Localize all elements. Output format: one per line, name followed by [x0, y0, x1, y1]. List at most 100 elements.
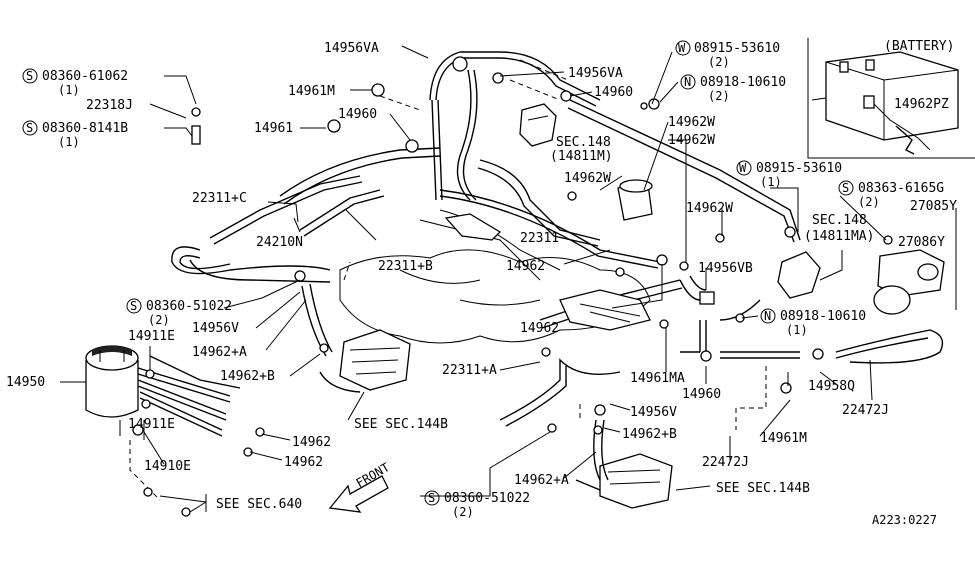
- label-22311b: 22311+B: [378, 259, 433, 274]
- label-14956vb: 14956VB: [698, 261, 753, 276]
- label-22311c: 22311+C: [192, 191, 247, 206]
- bolt4-part-number: 08360-51022: [146, 299, 232, 314]
- label-14956v-right: 14956V: [630, 405, 677, 420]
- label-22318j: 22318J: [86, 98, 133, 113]
- label-14962-lower: 14962: [520, 321, 559, 336]
- label-14962w-2: 14962W: [668, 133, 715, 148]
- s-symbol: [838, 180, 854, 196]
- label-14956va-right: 14956VA: [568, 66, 623, 81]
- label-14962w-1: 14962W: [668, 115, 715, 130]
- label-14960-right: 14960: [594, 85, 633, 100]
- nut1-qty: (2): [708, 89, 730, 103]
- label-14910e: 14910E: [144, 459, 191, 474]
- nut1-part-number: 08918-10610: [700, 75, 786, 90]
- label-14962-mid: 14962: [506, 259, 545, 274]
- label-27086y: 27086Y: [898, 235, 945, 250]
- s-symbol: [126, 298, 142, 314]
- n-symbol: [760, 308, 776, 324]
- sec148-ref-right: SEC.148: [812, 213, 867, 228]
- label-14962a-left: 14962+A: [192, 345, 247, 360]
- label-14962-canister-2: 14962: [284, 455, 323, 470]
- label-22311a: 22311+A: [442, 363, 497, 378]
- n-mark: N: [684, 75, 691, 89]
- label-14911e-top: 14911E: [128, 329, 175, 344]
- label-27085y: 27085Y: [910, 199, 957, 214]
- bolt5-part-number: 08360-51022: [444, 491, 530, 506]
- see-sec640: SEE SEC.640: [216, 497, 302, 512]
- s-mark: S: [428, 491, 435, 505]
- label-14962w-4: 14962W: [686, 201, 733, 216]
- s-mark: S: [842, 181, 849, 195]
- washer2-qty: (1): [760, 175, 782, 189]
- washer2-part-number: 08915-53610: [756, 161, 842, 176]
- n-mark: N: [764, 309, 771, 323]
- leader-lines: [60, 45, 957, 513]
- label-14961m-top: 14961M: [288, 84, 335, 99]
- sec148-ref-top: SEC.148: [556, 135, 611, 150]
- bolt1-qty: (1): [58, 83, 80, 97]
- label-14960-top: 14960: [338, 107, 377, 122]
- sec144b-part-lower: [599, 453, 673, 509]
- s-symbol: [424, 490, 440, 506]
- sec148-valve-top: [519, 103, 557, 147]
- engine-outline: [339, 209, 651, 344]
- label-14961: 14961: [254, 121, 293, 136]
- label-24210n: 24210N: [256, 235, 303, 250]
- diagram-reference: A223:0227: [872, 513, 937, 527]
- label-14962pz: 14962PZ: [894, 97, 949, 112]
- label-14962w-3: 14962W: [564, 171, 611, 186]
- label-14956va-left: 14956VA: [324, 41, 379, 56]
- nut2-part-number: 08918-10610: [780, 309, 866, 324]
- bolt3-part-number: 08363-6165G: [858, 181, 944, 196]
- front-arrow: [328, 475, 389, 513]
- label-22472j-right: 22472J: [842, 403, 889, 418]
- washer1-part-number: 08915-53610: [694, 41, 780, 56]
- label-14961ma: 14961MA: [630, 371, 685, 386]
- w-mark: W: [678, 41, 686, 55]
- hose-network: [171, 51, 944, 427]
- canister-14950: [85, 345, 139, 436]
- label-14962a-right: 14962+A: [514, 473, 569, 488]
- battery-label: (BATTERY): [884, 39, 954, 54]
- label-14962b-right: 14962+B: [622, 427, 677, 442]
- sec148-ref-top-sub: (14811M): [550, 149, 613, 164]
- canister-27086y: [873, 249, 945, 315]
- labels: S 08360-61062 (1) 22318J S 08360-8141B (…: [6, 39, 957, 527]
- washer1-qty: (2): [708, 55, 730, 69]
- bolt1-part-number: 08360-61062: [42, 69, 128, 84]
- s-mark: S: [130, 299, 137, 313]
- s-mark: S: [26, 69, 33, 83]
- label-14958q: 14958Q: [808, 379, 855, 394]
- sec144b-part-upper: [339, 329, 411, 391]
- label-14962b-left: 14962+B: [220, 369, 275, 384]
- label-14911e-bottom: 14911E: [128, 417, 175, 432]
- sec148-valve-right: [777, 251, 821, 299]
- w-symbol: [675, 40, 691, 56]
- label-14950: 14950: [6, 375, 45, 390]
- battery-inset: [807, 38, 975, 159]
- s-symbol: [22, 68, 38, 84]
- label-14960-lower: 14960: [682, 387, 721, 402]
- label-14956v-left: 14956V: [192, 321, 239, 336]
- w-mark: W: [739, 161, 747, 175]
- bolt4-qty: (2): [148, 313, 170, 327]
- n-symbol: [680, 74, 696, 90]
- bolt3-qty: (2): [858, 195, 880, 209]
- see-sec144b-upper: SEE SEC.144B: [354, 417, 448, 432]
- bolt2-part-number: 08360-8141B: [42, 121, 128, 136]
- label-14962-canister-1: 14962: [292, 435, 331, 450]
- label-14961m-bottom: 14961M: [760, 431, 807, 446]
- s-mark: S: [26, 121, 33, 135]
- w-symbol: [736, 160, 752, 176]
- label-22311: 22311: [520, 231, 559, 246]
- small-parts: [132, 56, 893, 517]
- see-sec144b-lower: SEE SEC.144B: [716, 481, 810, 496]
- nut2-qty: (1): [786, 323, 808, 337]
- bolt2-qty: (1): [58, 135, 80, 149]
- s-symbol: [22, 120, 38, 136]
- sec148-ref-right-sub: (14811MA): [804, 229, 874, 244]
- bolt5-qty: (2): [452, 505, 474, 519]
- label-22472j-bottom: 22472J: [702, 455, 749, 470]
